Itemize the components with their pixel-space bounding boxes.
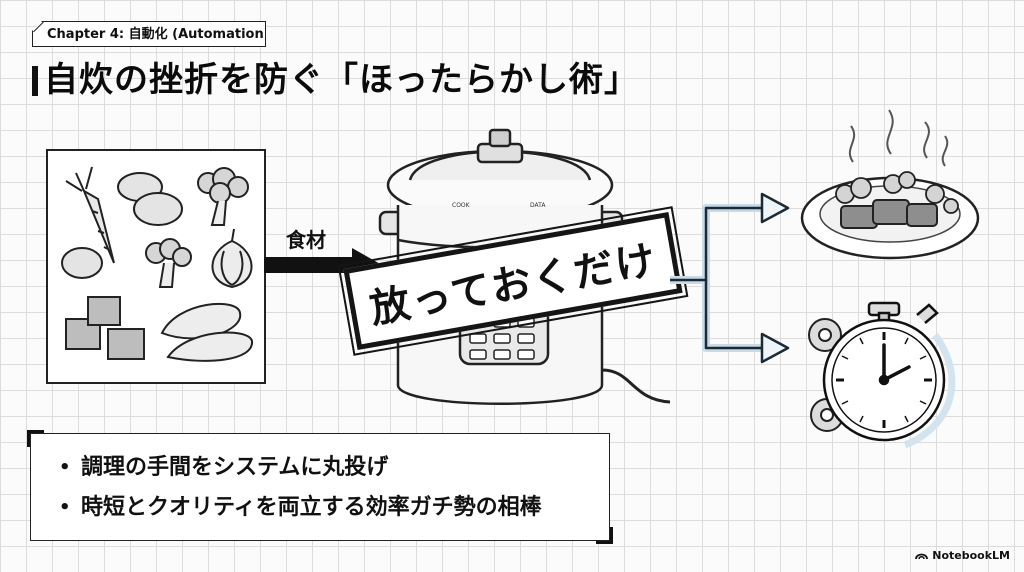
- chicken-breast-icon: [160, 302, 254, 362]
- steam-icon: [848, 109, 949, 167]
- bullet-text: 時短とクオリティを両立する効率ガチ勢の相棒: [81, 495, 542, 520]
- bullet-marker: •: [59, 457, 71, 478]
- branch-arrows-icon: [670, 192, 790, 364]
- ingredients-illustration: [61, 166, 254, 362]
- potato-icon: [61, 172, 183, 279]
- ingredients-arrow-label: 食材: [286, 228, 326, 252]
- cooker-label-cook: COOK: [452, 202, 471, 209]
- steak-icon: [840, 199, 938, 229]
- cooker-label-data: DATA: [530, 202, 546, 209]
- broccoli-icon: [145, 167, 249, 288]
- brand-name: NotebookLM: [932, 549, 1010, 562]
- list-item: • 時短とクオリティを両立する効率ガチ勢の相棒: [59, 488, 609, 528]
- bullet-text: 調理の手間をシステムに丸投げ: [81, 455, 389, 480]
- time-arc-icon: [903, 332, 956, 449]
- carrot-icon: [65, 166, 115, 264]
- list-item: • 調理の手間をシステムに丸投げ: [59, 448, 609, 488]
- page-title: 自炊の挫折を防ぐ「ほったらかし術」: [44, 60, 639, 100]
- ingredients-panel: [46, 149, 266, 384]
- vegetables-icon: [835, 171, 959, 214]
- bullet-marker: •: [59, 497, 71, 518]
- chapter-tag: Chapter 4: 自動化 (Automation): [32, 21, 266, 47]
- stopwatch-illustration: [808, 301, 956, 449]
- brand-watermark: NotebookLM: [915, 549, 1010, 562]
- plate-of-food-illustration: [800, 109, 980, 260]
- title-accent-bar: [32, 66, 38, 96]
- notebooklm-logo-icon: [915, 553, 929, 560]
- chapter-tag-text: Chapter 4: 自動化 (Automation): [47, 27, 270, 42]
- meat-cubes-icon: [65, 296, 145, 360]
- summary-bullets: • 調理の手間をシステムに丸投げ • 時短とクオリティを両立する効率ガチ勢の相棒: [27, 430, 613, 544]
- onion-icon: [211, 228, 253, 289]
- stopwatch-icon: [822, 301, 946, 442]
